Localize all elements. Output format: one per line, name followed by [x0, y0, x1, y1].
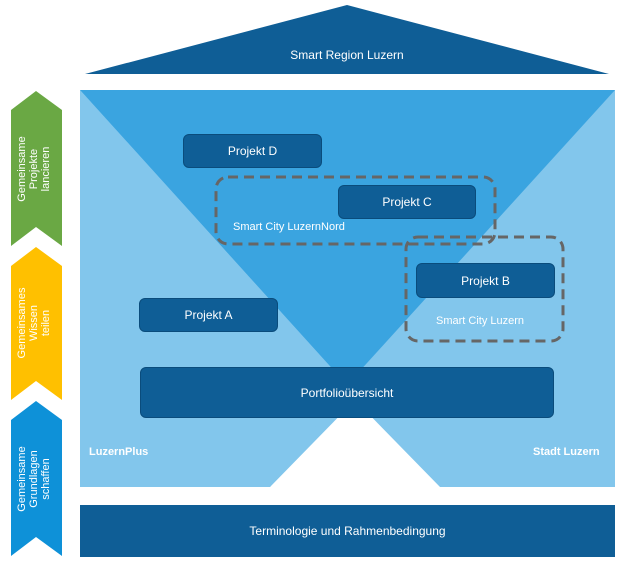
group-nord-label: Smart City LuzernNord	[233, 221, 345, 233]
step-grundlagen-line-3: schaffen	[40, 458, 52, 500]
step-projekte-line-2: Projekte	[28, 148, 40, 190]
step-projekte-shape	[11, 91, 62, 246]
step-projekte-line-1: Gemeinsame	[16, 136, 28, 202]
step-wissen-line-1: Gemeinsames	[16, 287, 28, 359]
group-luzern-outline	[404, 235, 565, 343]
pillar-right-label: Stadt Luzern	[533, 446, 600, 458]
group-nord-outline	[214, 175, 497, 246]
portfolio-box: Portfolioübersicht	[140, 367, 554, 418]
pillar-left-label: LuzernPlus	[89, 446, 149, 458]
step-grundlagen-line-2: Grundlagen	[28, 450, 40, 508]
roof-shape	[85, 5, 609, 74]
step-wissen-label: Gemeinsames Wissen teilen	[16, 283, 56, 363]
group-luzern-label: Smart City Luzern	[436, 315, 525, 327]
project-c-box: Projekt C	[338, 185, 476, 219]
step-wissen-shape	[11, 247, 62, 400]
project-d-box: Projekt D	[183, 134, 322, 168]
project-a-box: Projekt A	[139, 298, 278, 332]
roof-title: Smart Region Luzern	[290, 48, 404, 62]
base-bar: Terminologie und Rahmenbedingung	[80, 505, 615, 557]
step-wissen-line-3: teilen	[40, 309, 52, 337]
step-grundlagen-shape	[11, 401, 62, 556]
step-projekte-line-3: lancieren	[40, 146, 52, 192]
step-grundlagen-line-1: Gemeinsame	[16, 446, 28, 512]
step-grundlagen-label: Gemeinsame Grundlagen schaffen	[16, 439, 56, 519]
step-projekte-label: Gemeinsame Projekte lancieren	[16, 129, 56, 209]
step-wissen-line-2: Wissen	[28, 304, 40, 342]
project-b-box: Projekt B	[416, 263, 555, 298]
